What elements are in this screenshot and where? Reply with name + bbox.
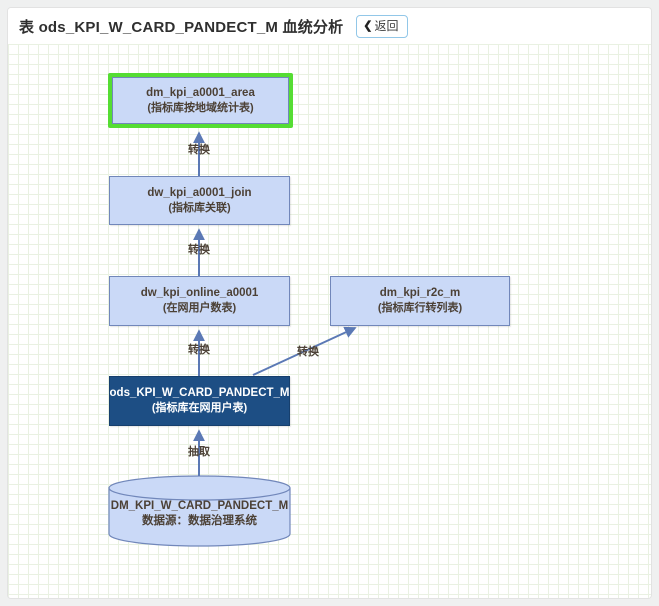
node-desc: (指标库按地域统计表) (147, 101, 254, 114)
chevron-left-icon: ❮ (363, 19, 373, 32)
node-desc: (指标库关联) (168, 201, 231, 214)
node-dw-kpi-a0001-join[interactable]: dw_kpi_a0001_join (指标库关联) (109, 176, 290, 225)
node-title: dm_kpi_r2c_m (379, 287, 461, 299)
edge-ods-to-r2c (252, 326, 357, 376)
page-title: 表 ods_KPI_W_CARD_PANDECT_M 血统分析 (19, 18, 344, 36)
back-button[interactable]: ❮ 返回 (356, 14, 408, 38)
node-title: dw_kpi_a0001_join (147, 186, 252, 199)
node-desc: 数据源：数据治理系统 (142, 515, 257, 527)
node-desc: (在网用户数表) (162, 302, 237, 314)
node-dm-kpi-r2c-m[interactable]: dm_kpi_r2c_m (指标库行转列表) (330, 276, 510, 326)
back-button-label: 返回 (374, 18, 399, 33)
node-desc: (指标库在网用户表) (151, 402, 248, 414)
node-title: dw_kpi_online_a0001 (140, 287, 259, 299)
node-title: DM_KPI_W_CARD_PANDECT_M (110, 500, 289, 512)
edges-layer (108, 131, 357, 547)
node-dw-kpi-online-a0001[interactable]: dw_kpi_online_a0001 (在网用户数表) (109, 276, 290, 326)
node-dm-kpi-a0001-area[interactable]: dm_kpi_a0001_area (指标库按地域统计表) (108, 73, 293, 128)
node-source-dm-kpi-w-card-pandect-m[interactable]: DM_KPI_W_CARD_PANDECT_M 数据源：数据治理系统 (109, 492, 290, 536)
node-title: dm_kpi_a0001_area (146, 86, 255, 99)
lineage-panel: 表 ods_KPI_W_CARD_PANDECT_M 血统分析 ❮ 返回 (7, 7, 652, 599)
node-ods-kpi-w-card-pandect-m[interactable]: ods_KPI_W_CARD_PANDECT_M (指标库在网用户表) (109, 376, 290, 426)
lineage-canvas[interactable]: dm_kpi_a0001_area (指标库按地域统计表) dw_kpi_a00… (8, 44, 651, 598)
node-desc: (指标库行转列表) (377, 302, 463, 314)
node-title: ods_KPI_W_CARD_PANDECT_M (109, 387, 290, 399)
panel-header: 表 ods_KPI_W_CARD_PANDECT_M 血统分析 ❮ 返回 (8, 8, 651, 44)
